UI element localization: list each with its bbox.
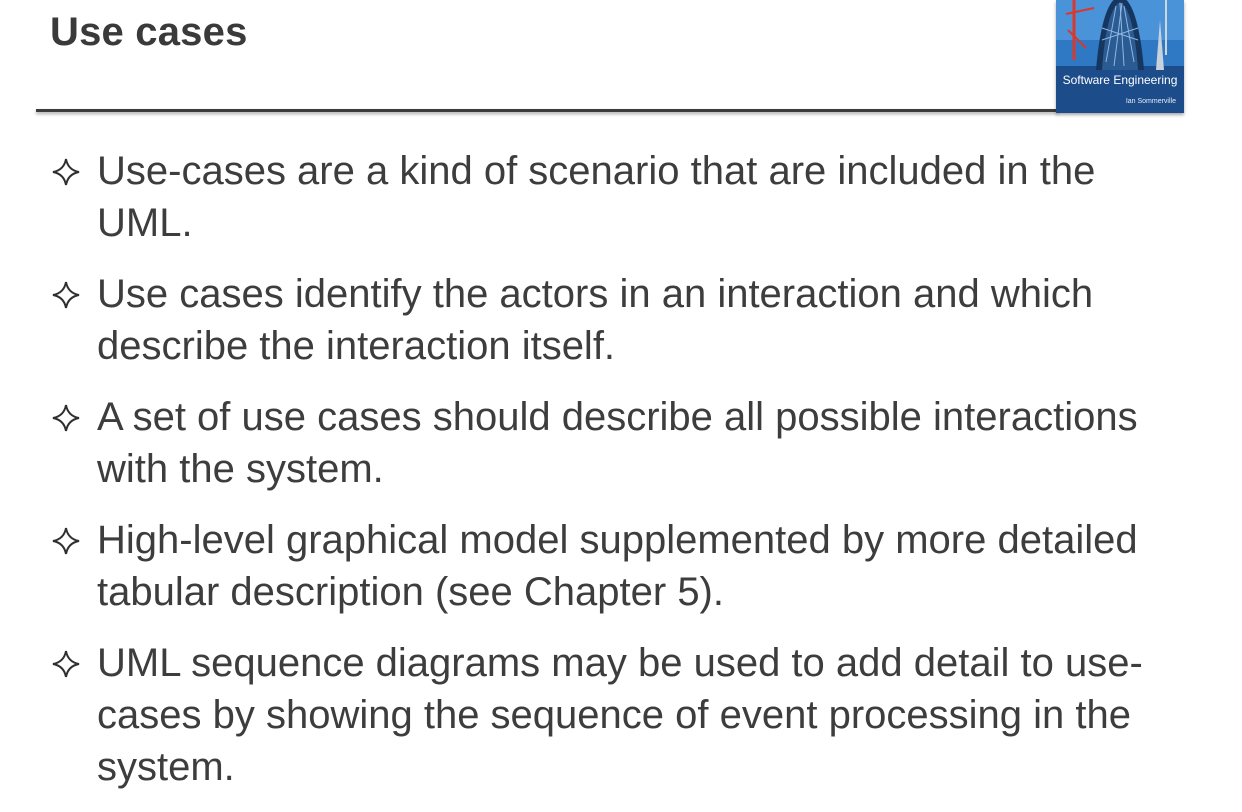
bullet-text: UML sequence diagrams may be used to add… [97, 641, 1143, 789]
list-item: Use-cases are a kind of scenario that ar… [50, 145, 1200, 249]
list-item: High-level graphical model supplemented … [50, 514, 1200, 618]
book-title: Software Engineering [1062, 73, 1178, 87]
list-item: A set of use cases should describe all p… [50, 391, 1200, 495]
four-point-star-icon [52, 650, 80, 678]
list-item: UML sequence diagrams may be used to add… [50, 637, 1200, 793]
gherkin-building-icon [1056, 0, 1184, 113]
bullet-text: Use cases identify the actors in an inte… [97, 272, 1094, 368]
four-point-star-icon [52, 158, 80, 186]
four-point-star-icon [52, 527, 80, 555]
book-author: Ian Sommerville [1125, 98, 1176, 105]
bullet-text: High-level graphical model supplemented … [97, 518, 1138, 614]
four-point-star-icon [52, 404, 80, 432]
book-cover-image: Software Engineering Ian Sommerville [1056, 0, 1184, 113]
slide-title: Use cases [50, 10, 248, 54]
bullet-text: Use-cases are a kind of scenario that ar… [97, 149, 1096, 245]
list-item: Use cases identify the actors in an inte… [50, 268, 1200, 372]
four-point-star-icon [52, 281, 80, 309]
title-divider [36, 109, 1058, 112]
bullet-text: A set of use cases should describe all p… [97, 395, 1138, 491]
bullet-list: Use-cases are a kind of scenario that ar… [50, 145, 1200, 812]
